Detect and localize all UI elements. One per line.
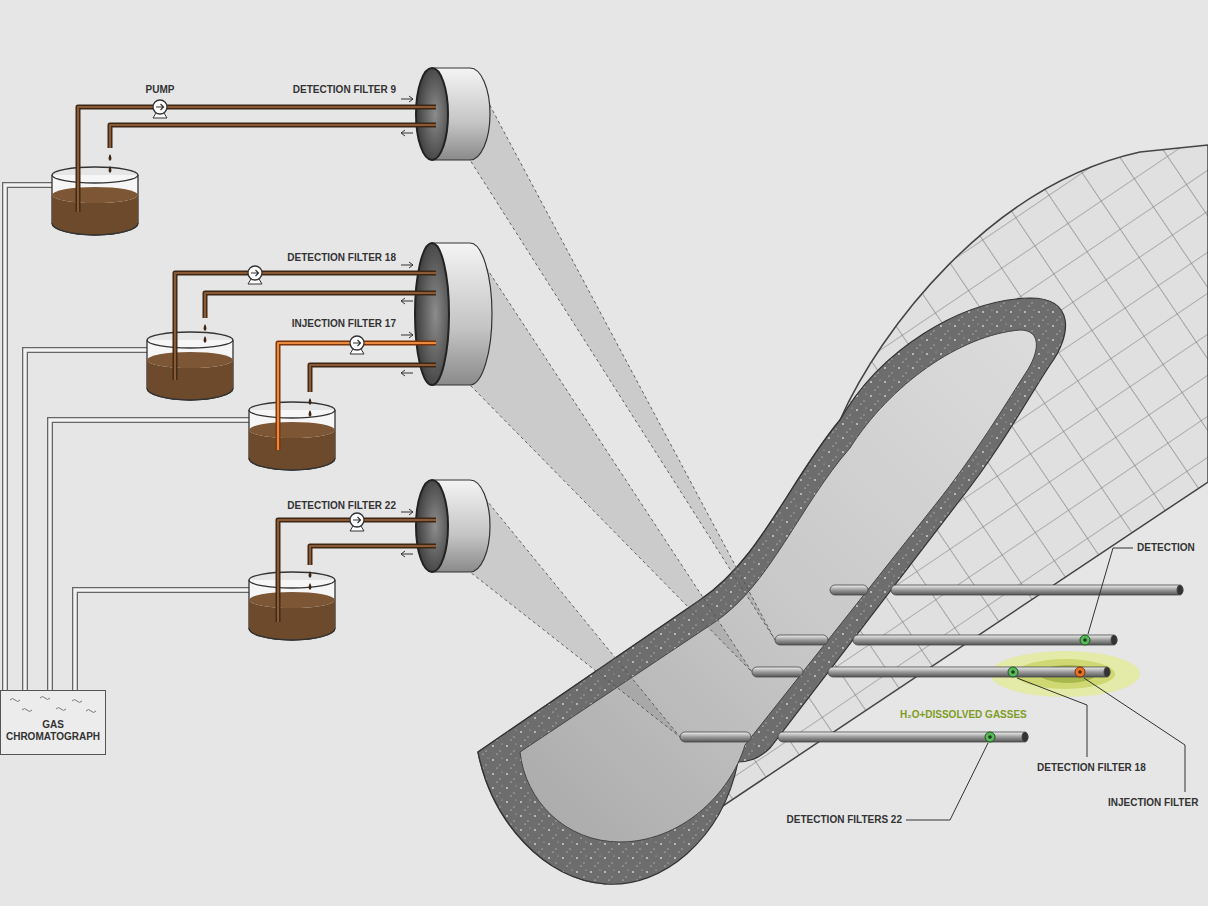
callout-label: INJECTION FILTER [1108,797,1198,809]
filter-label: DETECTION FILTER 22 [287,500,396,512]
containers [52,167,335,640]
instrument-box: GAS CHROMATOGRAPH [0,690,106,755]
filter-label: DETECTION FILTER 9 [293,84,396,96]
pumps [153,100,364,531]
callout-label: DETECTION [1137,542,1195,554]
projection-wedges [470,68,775,737]
sample-lines [5,185,249,690]
chromatograph-box [0,690,106,755]
brown-pipes [78,107,436,622]
leader-lines [906,548,1185,820]
filter-label: DETECTION FILTER 18 [287,252,396,264]
tunnel [478,145,1208,884]
filter-cylinders [415,68,492,572]
filter-dots [985,635,1090,742]
callout-label: DETECTION FILTER 18 [1037,762,1146,774]
flow-arrows [401,96,413,557]
filter-label: INJECTION FILTER 17 [292,318,396,330]
injection-pipe [278,343,436,450]
pump-label: PUMP [146,84,175,96]
drops [109,154,312,590]
flow-label: H₂O+DISSOLVED GASSES [900,709,1027,721]
node-label: GAS CHROMATOGRAPH [5,719,101,743]
callout-label: DETECTION FILTERS 22 [787,814,902,826]
